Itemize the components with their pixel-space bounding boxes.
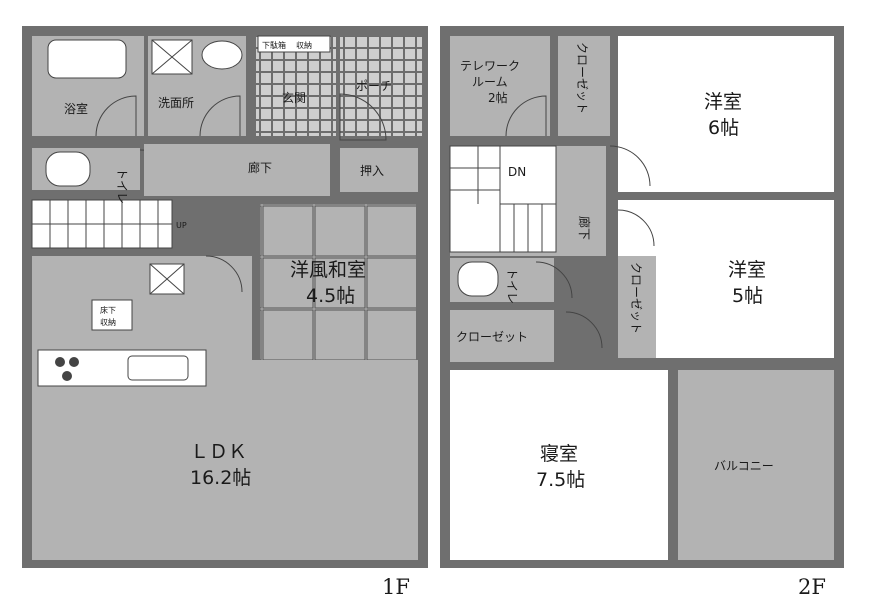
closet-hall-door[interactable] [565,311,603,349]
wash-basin [201,40,243,70]
label-balcony: バルコニー [714,459,774,473]
label-shoe-box-2: 収納 [296,40,312,50]
label-stairs-up: UP [176,221,187,230]
label-bath: 浴室 [64,101,88,116]
label-stairs-down: DN [508,165,526,179]
shoe-box [257,35,331,53]
entrance-door[interactable] [339,93,387,141]
label-pantry-2: 収納 [100,317,116,327]
closet-mid [618,256,656,358]
room-storage [340,148,418,192]
room-balcony [678,370,834,560]
label-western-1-size: 6帖 [708,117,739,139]
label-washroom: 洗面所 [158,96,194,110]
label-telework-2: ルーム [472,75,508,89]
label-storage: 押入 [360,164,384,178]
closet-hall [450,310,554,362]
pantry [91,299,133,331]
label-entrance: 玄関 [282,90,306,105]
room-ldk-main [32,366,418,560]
floor-label-1f: 1F [382,575,410,599]
stairs-2f [449,145,557,253]
floor-2f: テレワーク ルーム 2帖 クローゼット 洋室 6帖 DN 廊下 洋室 5帖 クロ… [440,26,844,599]
room-hallway-1f [144,144,330,196]
kitchen-sink [127,355,189,381]
label-hallway-1f: 廊下 [248,160,272,175]
western2-door[interactable] [617,209,655,247]
label-bedroom: 寝室 [540,443,578,465]
floor-label-2f: 2F [798,575,826,599]
label-western-1: 洋室 [704,91,742,113]
label-pantry-1: 床下 [100,305,116,315]
label-porch: ポーチ [356,79,392,93]
label-telework-1: テレワーク [460,59,520,73]
toilet-door-2f[interactable] [535,261,573,299]
label-shoe-box-1: 下駄箱 [262,40,286,50]
telework-door[interactable] [505,95,547,137]
bath-door[interactable] [95,95,137,137]
label-closet-top: クローゼット [575,42,589,114]
label-closet-mid: クローゼット [629,262,643,334]
label-toilet-1f: トイレ [115,168,129,204]
label-toilet-2f: トイレ [505,268,519,304]
label-western-2-size: 5帖 [732,285,763,307]
room-western-1 [618,36,834,192]
room-japanese [260,204,416,360]
washroom-door[interactable] [199,95,241,137]
label-hallway-2f: 廊下 [577,216,592,240]
label-japanese-room: 洋風和室 [290,259,366,281]
toilet-bowl-2f [457,261,499,297]
room-telework [450,36,550,136]
western1-door[interactable] [609,145,651,187]
bathtub [47,39,127,79]
toilet-bowl-1f [45,151,91,187]
ldk-door[interactable] [205,255,243,293]
label-bedroom-size: 7.5帖 [536,469,585,491]
floor-1f: 浴室 洗面所 玄関 ポーチ 下駄箱 収納 トイレ 廊下 押入 UP 洋風和室 4… [22,26,428,599]
room-entrance [256,36,336,136]
room-bedroom [450,370,668,560]
closet-top [558,36,610,136]
label-ldk-size: 16.2帖 [190,467,251,489]
label-japanese-room-size: 4.5帖 [306,285,355,307]
label-closet-hall: クローゼット [456,330,528,344]
label-telework-size: 2帖 [488,90,508,105]
label-western-2: 洋室 [728,259,766,281]
label-ldk: ＬＤＫ [190,441,247,463]
